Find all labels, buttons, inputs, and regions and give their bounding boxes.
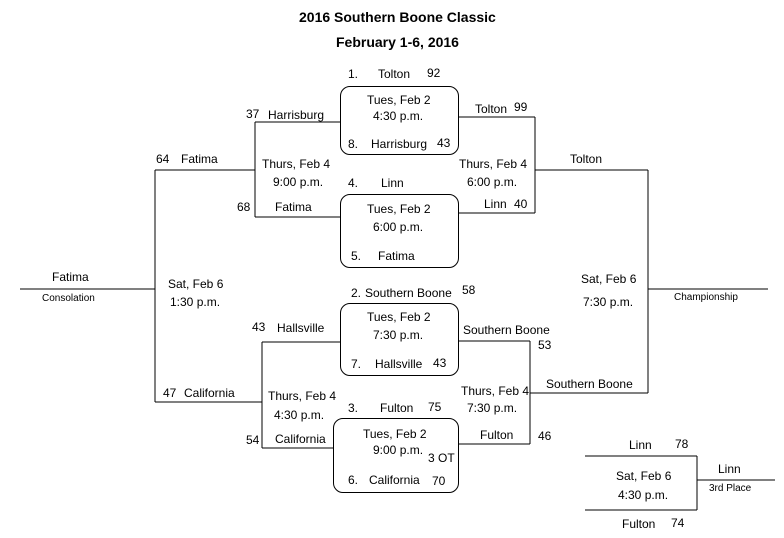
team-name: Linn xyxy=(484,197,507,211)
game-time: 1:30 p.m. xyxy=(170,295,221,309)
team-name: Harrisburg xyxy=(371,137,428,151)
seed-label: 2. xyxy=(351,286,362,300)
game-day: Tues, Feb 2 xyxy=(367,202,431,216)
team-name: Tolton xyxy=(378,67,411,81)
third-place-winner: Linn xyxy=(718,462,741,476)
game-day: Sat, Feb 6 xyxy=(581,272,637,286)
seed-label: 7. xyxy=(351,357,362,371)
seed-label: 5. xyxy=(351,249,362,263)
game-time: 4:30 p.m. xyxy=(618,488,669,502)
team-name: Fatima xyxy=(378,249,415,263)
game-box-3v6 xyxy=(333,418,459,493)
game-day: Sat, Feb 6 xyxy=(168,277,224,291)
game-time: 4:30 p.m. xyxy=(274,408,325,422)
team-name: Fulton xyxy=(622,517,656,531)
team-score: 47 xyxy=(163,386,177,400)
team-score: 68 xyxy=(237,200,251,214)
game-time: 7:30 p.m. xyxy=(373,328,424,342)
game-time: 7:30 p.m. xyxy=(583,295,634,309)
team-score: 53 xyxy=(538,338,552,352)
game-day: Sat, Feb 6 xyxy=(616,469,672,483)
team-name: Hallsville xyxy=(375,357,423,371)
team-score: 43 xyxy=(437,136,451,150)
team-score: 78 xyxy=(675,437,689,451)
team-name: Southern Boone xyxy=(463,323,550,337)
overtime-note: 3 OT xyxy=(428,451,455,465)
consolation-winner: Fatima xyxy=(52,270,89,284)
team-name: Linn xyxy=(381,176,404,190)
team-name: Southern Boone xyxy=(365,286,452,300)
team-score: 43 xyxy=(252,320,266,334)
game-box-4v5 xyxy=(340,194,459,268)
seed-label: 1. xyxy=(348,67,359,81)
team-score: 54 xyxy=(246,433,260,447)
team-name: Harrisburg xyxy=(268,108,325,122)
team-name: California xyxy=(184,386,235,400)
team-name: California xyxy=(275,432,326,446)
game-day: Tues, Feb 2 xyxy=(363,427,427,441)
team-score: 75 xyxy=(428,400,442,414)
game-time: 6:00 p.m. xyxy=(467,175,518,189)
game-day: Thurs, Feb 4 xyxy=(461,384,530,398)
game-time: 9:00 p.m. xyxy=(373,443,424,457)
seed-label: 3. xyxy=(348,401,359,415)
team-name: Tolton xyxy=(570,152,603,166)
team-score: 74 xyxy=(671,516,685,530)
team-name: Southern Boone xyxy=(546,377,633,391)
game-day: Tues, Feb 2 xyxy=(367,93,431,107)
team-name: California xyxy=(369,473,420,487)
game-time: 9:00 p.m. xyxy=(273,175,324,189)
team-score: 43 xyxy=(433,356,447,370)
game-time: 4:30 p.m. xyxy=(373,109,424,123)
game-time: 6:00 p.m. xyxy=(373,220,424,234)
game-box-2v7 xyxy=(340,303,459,376)
team-score: 46 xyxy=(538,429,552,443)
game-time: 7:30 p.m. xyxy=(467,401,518,415)
game-day: Thurs, Feb 4 xyxy=(459,157,528,171)
team-score: 70 xyxy=(432,474,446,488)
team-score: 99 xyxy=(514,100,528,114)
page-title: 2016 Southern Boone Classic xyxy=(299,9,496,25)
game-day: Thurs, Feb 4 xyxy=(268,389,337,403)
team-name: Tolton xyxy=(475,102,508,116)
team-score: 37 xyxy=(246,107,260,121)
team-score: 58 xyxy=(462,283,476,297)
team-name: Hallsville xyxy=(277,321,325,335)
consolation-label: Consolation xyxy=(42,293,95,304)
team-score: 64 xyxy=(156,152,170,166)
team-name: Fatima xyxy=(181,152,218,166)
game-day: Tues, Feb 2 xyxy=(367,310,431,324)
team-name: Fatima xyxy=(275,200,312,214)
third-place-label: 3rd Place xyxy=(709,483,752,494)
seed-label: 6. xyxy=(348,473,359,487)
championship-label: Championship xyxy=(674,292,738,303)
page-dates: February 1-6, 2016 xyxy=(336,34,459,50)
team-score: 92 xyxy=(427,66,441,80)
team-name: Linn xyxy=(629,438,652,452)
seed-label: 8. xyxy=(348,137,359,151)
game-box-1v8 xyxy=(340,86,459,155)
team-name: Fulton xyxy=(380,401,414,415)
team-score: 40 xyxy=(514,197,528,211)
game-day: Thurs, Feb 4 xyxy=(262,157,331,171)
team-name: Fulton xyxy=(480,428,514,442)
seed-label: 4. xyxy=(348,176,359,190)
